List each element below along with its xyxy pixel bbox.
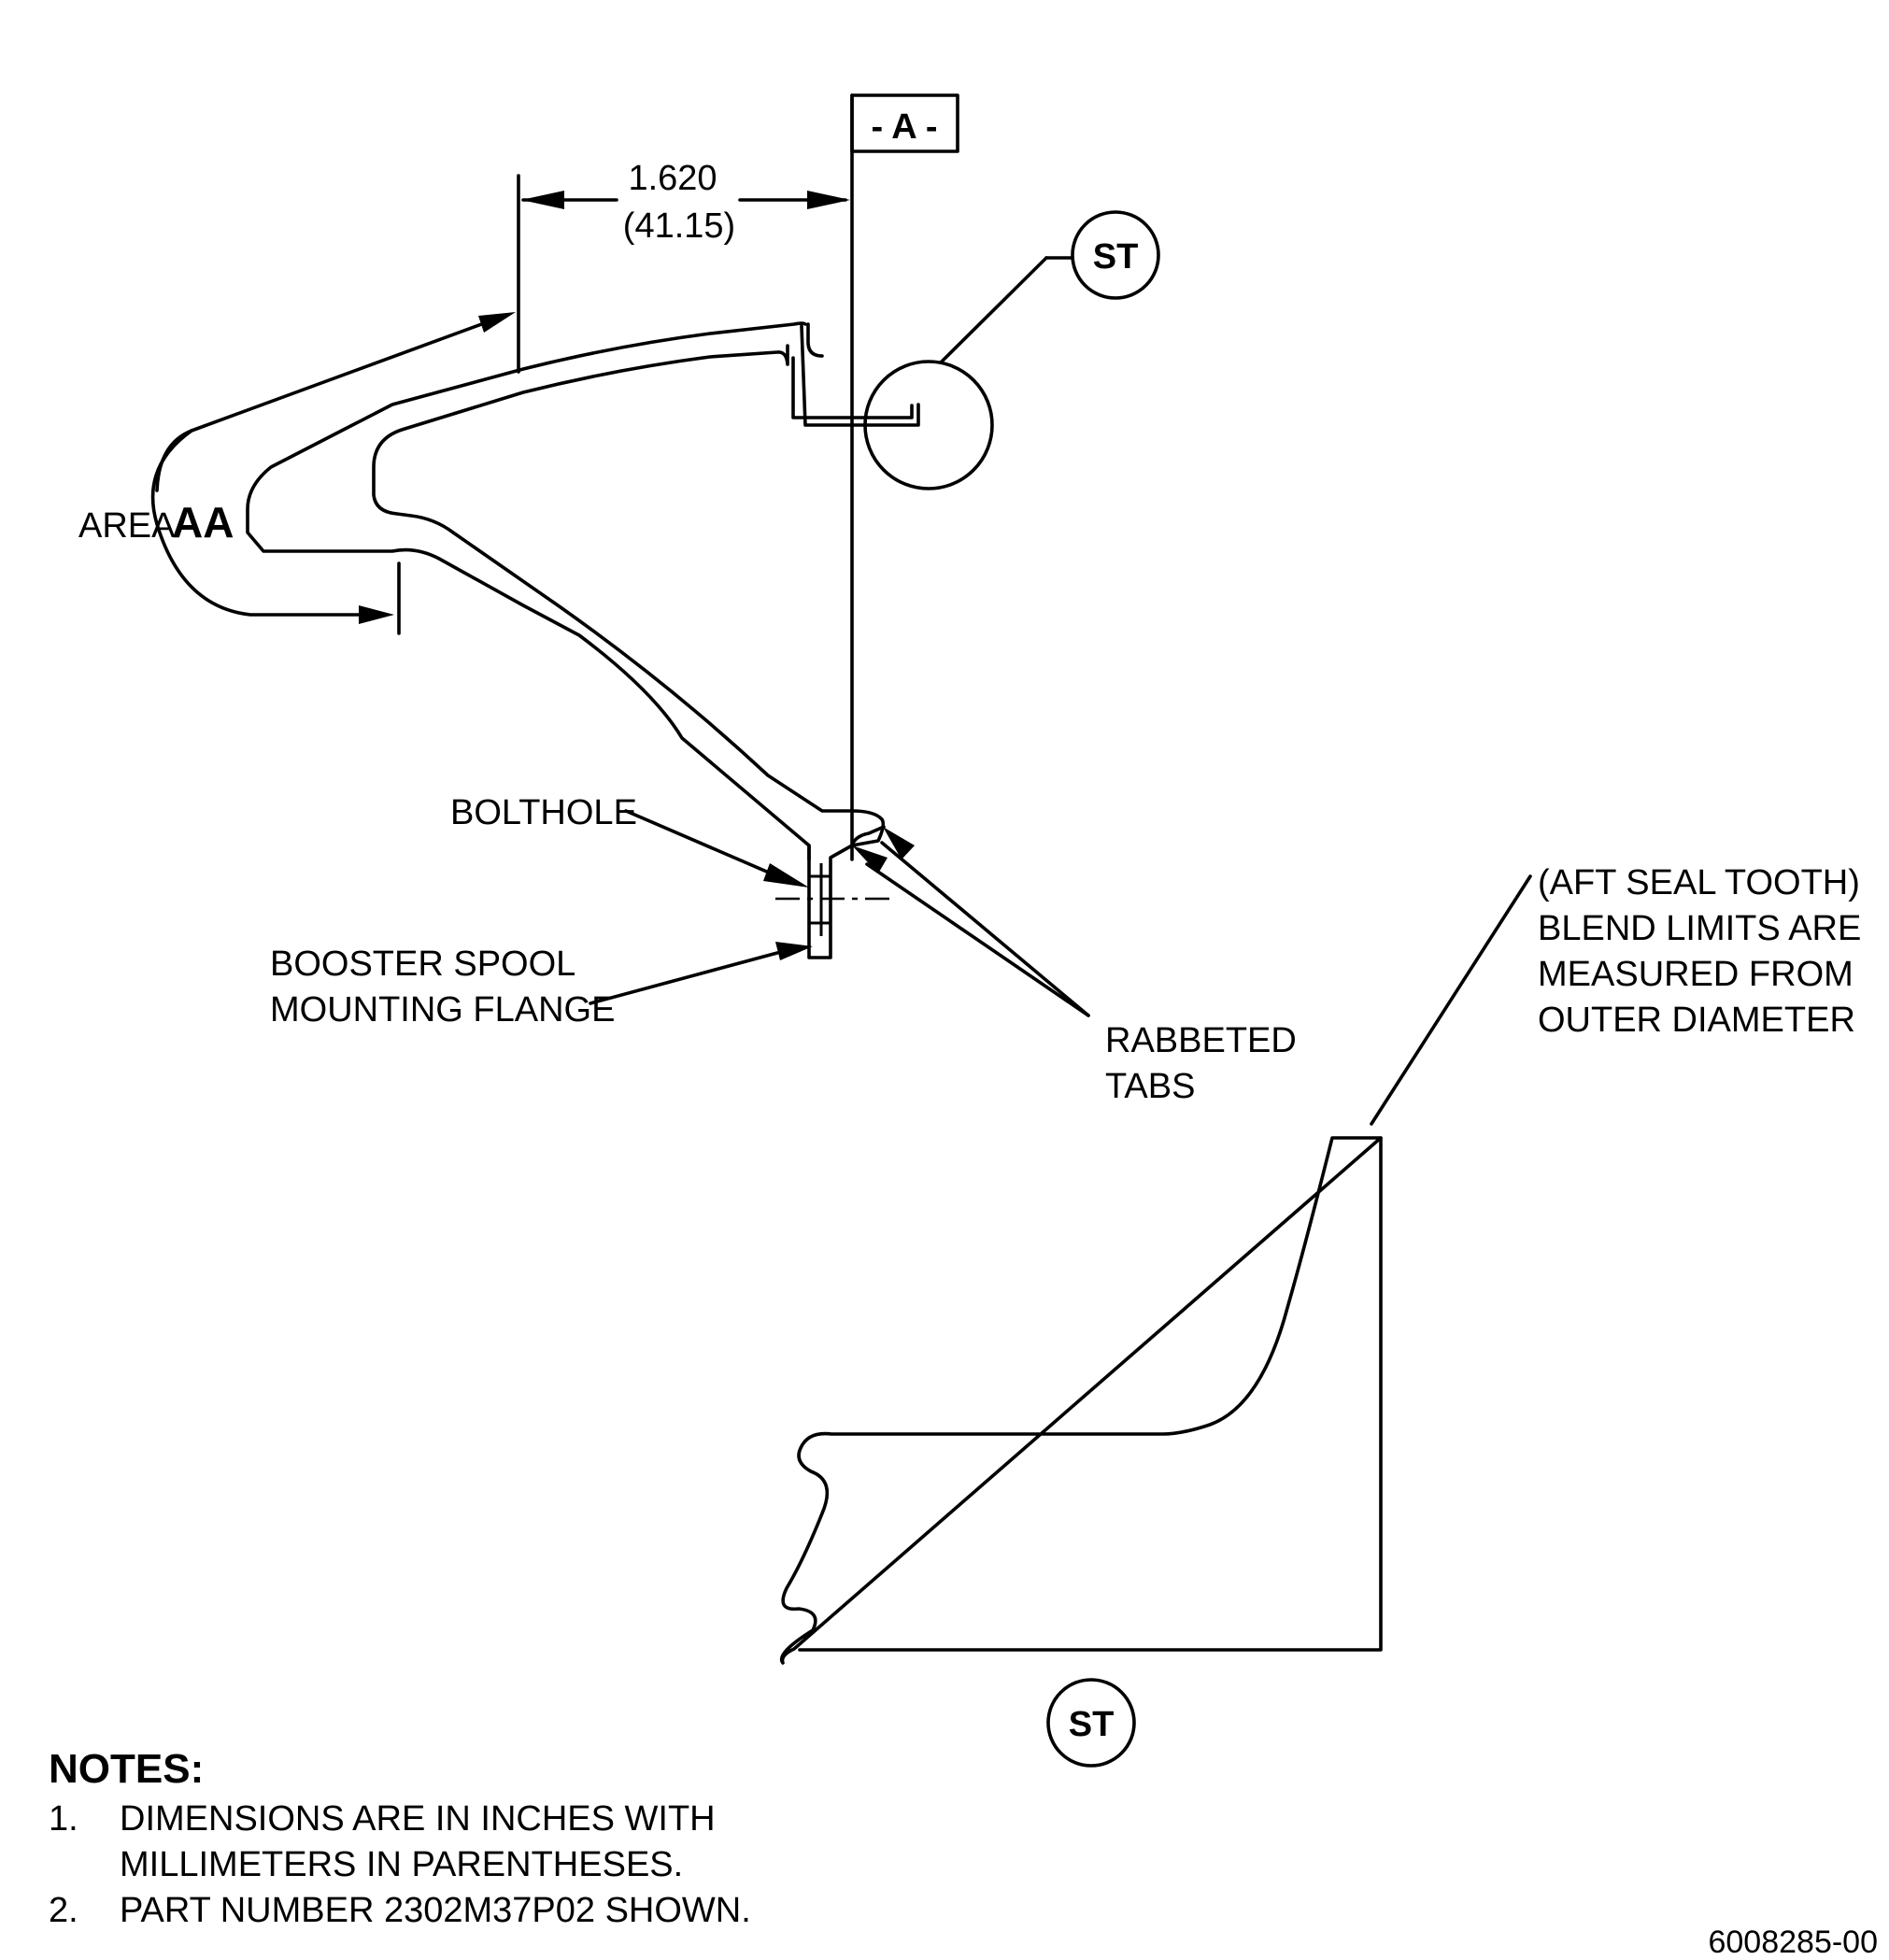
area-aa-callout: AREA AA [78, 312, 516, 635]
area-aa-id: AA [172, 498, 234, 547]
part-inner-cavity [372, 344, 854, 813]
flange-label-line1: BOOSTER SPOOL [270, 944, 575, 984]
part-outer-contour [246, 321, 811, 861]
bolthole-arrow [763, 863, 809, 888]
detail-st-bubble-bottom [1046, 1678, 1136, 1768]
bolthole-label: BOLTHOLE [450, 793, 637, 832]
tabs-arrow-2 [852, 845, 888, 873]
rabbeted-tabs-callout: RABBETED TABS [852, 827, 1297, 1106]
figure-id: 6008285-00 [1708, 1924, 1878, 1960]
detail-st-circle [863, 360, 994, 490]
flange-arrow [775, 942, 813, 960]
seal-note-line2: BLEND LIMITS ARE [1538, 909, 1861, 948]
detail-st-label-bottom: ST [1069, 1705, 1115, 1744]
tabs-leader-1 [880, 841, 1090, 1017]
seal-tooth-profile [779, 1136, 1383, 1665]
detail-st-bubble-top [1071, 210, 1160, 300]
flange-leader [589, 951, 779, 1005]
dimension-arrow-right [807, 191, 850, 209]
detail-st-leader [939, 256, 1048, 364]
area-aa-arc-upper [155, 314, 506, 492]
detail-st-label-top: ST [1093, 237, 1139, 277]
detail-st-callout: ST [863, 210, 1160, 490]
mounting-flange-profile [807, 809, 886, 959]
datum-a-label: - A - [871, 107, 937, 147]
notes-title: NOTES: [49, 1746, 204, 1792]
dimension-inches: 1.620 [628, 159, 717, 198]
seal-tooth-note: (AFT SEAL TOOTH) BLEND LIMITS ARE MEASUR… [1370, 863, 1861, 1126]
tabs-leader-2 [865, 862, 1090, 1017]
datum-a: - A - [850, 93, 959, 861]
bolthole-callout: BOLTHOLE [450, 793, 809, 888]
area-aa-prefix: AREA [78, 506, 176, 546]
notes-block: NOTES: 1. DIMENSIONS ARE IN INCHES WITH … [49, 1746, 751, 1930]
seal-note-line3: MEASURED FROM [1538, 955, 1853, 994]
bolthole-leader [624, 809, 777, 877]
part-outer-profile [800, 322, 920, 427]
tabs-arrow-1 [883, 827, 915, 859]
dimension-millimeters: (41.15) [623, 206, 735, 246]
tabs-label-line1: RABBETED [1105, 1021, 1297, 1060]
part-cross-section [246, 321, 920, 959]
part-inner-contour [791, 356, 914, 419]
note-1-number: 1. [49, 1799, 78, 1839]
note-2-number: 2. [49, 1891, 78, 1930]
seal-note-line1: (AFT SEAL TOOTH) [1538, 863, 1860, 902]
datum-a-box [850, 93, 959, 153]
detail-st-view: ST [779, 1136, 1383, 1768]
seal-tooth-body [798, 1136, 1383, 1652]
rabbet-step [850, 825, 886, 847]
dimension-arrow-left [521, 191, 564, 209]
flange-callout: BOOSTER SPOOL MOUNTING FLANGE [270, 942, 813, 1030]
flange-label-line2: MOUNTING FLANGE [270, 990, 615, 1030]
dimension-1620: 1.620 (41.15) [517, 159, 850, 374]
tabs-label-line2: TABS [1105, 1067, 1195, 1106]
note-2-line1: PART NUMBER 2302M37P02 SHOWN. [120, 1891, 751, 1930]
area-aa-arrow-upper [478, 312, 516, 333]
area-aa-arrow-lower [359, 605, 394, 624]
note-1-line2: MILLIMETERS IN PARENTHESES. [120, 1845, 683, 1884]
note-1-line1: DIMENSIONS ARE IN INCHES WITH [120, 1799, 716, 1839]
seal-note-leader [1370, 874, 1532, 1126]
seal-note-line4: OUTER DIAMETER [1538, 1001, 1855, 1040]
